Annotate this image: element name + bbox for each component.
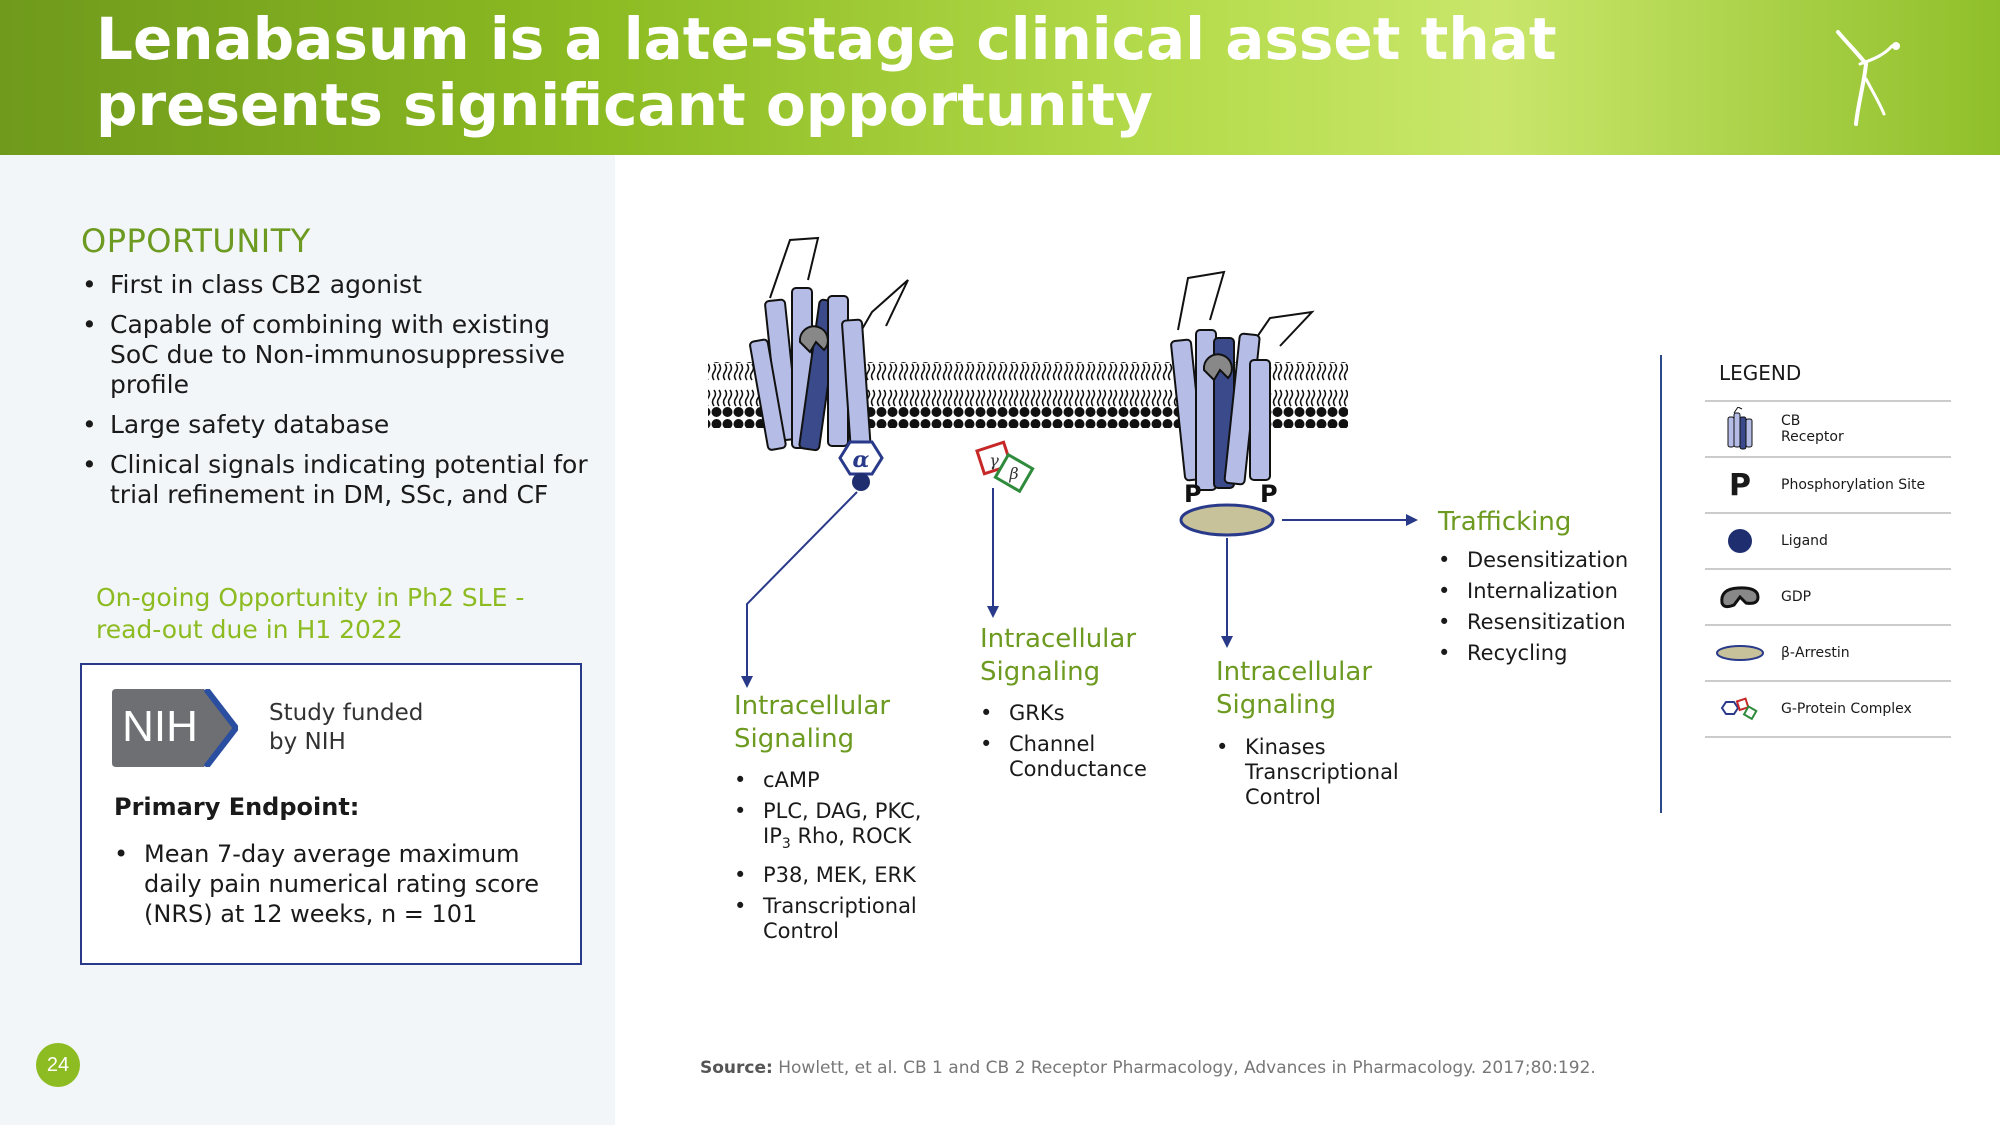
signaling-arrows [746, 488, 1410, 680]
list-item: Mean 7-day average maximum daily pain nu… [114, 839, 554, 929]
legend-label: GDP [1781, 589, 1812, 605]
legend: LEGEND CB Receptor P Phosphorylation Sit… [1705, 358, 1951, 738]
cb-receptor-left: α [749, 236, 909, 491]
receptor-signaling-diagram: α γ β P P [708, 236, 1418, 688]
source-label: Source: [700, 1058, 773, 1078]
signaling-1-list: cAMP PLC, DAG, PKC,IP3 Rho, ROCK P38, ME… [734, 768, 934, 950]
ip3-suffix: Rho, ROCK [790, 824, 912, 848]
g-protein-complex-icon [1720, 697, 1758, 721]
list-item: Resensitization [1438, 610, 1638, 635]
beta-arrestin-icon [1716, 645, 1764, 661]
alpha-subunit-label: α [853, 447, 870, 473]
signaling-heading-line: Intracellular [1216, 657, 1373, 687]
list-item: GRKs [980, 701, 1160, 726]
beta-arrestin [1179, 503, 1275, 537]
list-item: cAMP [734, 768, 934, 793]
list-item: Large safety database [82, 410, 602, 440]
list-item: PLC, DAG, PKC,IP3 Rho, ROCK [734, 799, 934, 857]
legend-row: Ligand [1705, 514, 1951, 570]
phosphorylation-icon: P [1729, 467, 1751, 503]
list-item: Capable of combining with existing SoC d… [82, 310, 602, 400]
opportunity-list: First in class CB2 agonist Capable of co… [82, 270, 602, 520]
list-item-text: PLC, DAG, PKC, [763, 799, 922, 823]
signaling-3-heading: Intracellular Signaling [1216, 656, 1372, 722]
study-funded-text: Study funded by NIH [269, 699, 423, 757]
company-logo-icon [1836, 30, 1900, 126]
trafficking-list: Desensitization Internalization Resensit… [1438, 548, 1638, 672]
gdp-icon [1720, 586, 1760, 609]
legend-label: CB Receptor [1781, 413, 1844, 445]
gamma-subunit-label: γ [989, 451, 999, 470]
signaling-2-list: GRKs Channel Conductance [980, 701, 1160, 788]
cb-receptor-right: P P [1170, 270, 1315, 537]
list-item: Desensitization [1438, 548, 1638, 573]
phosphorylation-site-right: P [1260, 480, 1278, 508]
phosphorylation-site-left: P [1184, 480, 1202, 508]
list-item: Transcriptional Control [734, 894, 934, 944]
ligand-icon [1728, 529, 1752, 553]
signaling-heading-line: Signaling [1216, 690, 1337, 720]
trafficking-heading: Trafficking [1438, 507, 1572, 537]
list-item: First in class CB2 agonist [82, 270, 602, 300]
list-item: Internalization [1438, 579, 1638, 604]
list-item: Channel Conductance [980, 732, 1160, 782]
legend-label: β-Arrestin [1781, 645, 1850, 661]
signaling-heading-line: Signaling [980, 657, 1101, 687]
opportunity-heading: OPPORTUNITY [81, 222, 311, 260]
signaling-2-heading: Intracellular Signaling [980, 623, 1136, 689]
list-item: Clinical signals indicating potential fo… [82, 450, 602, 510]
nih-logo-icon: NIH [112, 689, 238, 767]
primary-endpoint-heading: Primary Endpoint: [114, 793, 360, 821]
source-citation: Source: Howlett, et al. CB 1 and CB 2 Re… [700, 1058, 1596, 1078]
study-funded-line: by NIH [269, 729, 346, 755]
legend-row: β-Arrestin [1705, 626, 1951, 682]
page-number: 24 [36, 1043, 80, 1087]
header-banner: Lenabasum is a late-stage clinical asset… [0, 0, 2000, 155]
legend-label: Ligand [1781, 533, 1828, 549]
legend-row: G-Protein Complex [1705, 682, 1951, 738]
signaling-1-heading: Intracellular Signaling [734, 690, 890, 756]
nih-logo-text: NIH [122, 702, 198, 751]
legend-row: P Phosphorylation Site [1705, 458, 1951, 514]
list-item: P38, MEK, ERK [734, 863, 934, 888]
ongoing-opportunity-text: On-going Opportunity in Ph2 SLE - read-o… [96, 583, 525, 644]
signaling-3-list: Kinases Transcriptional Control [1216, 735, 1399, 816]
ip3-subscript: 3 [781, 836, 791, 853]
list-item: Kinases Transcriptional Control [1216, 735, 1399, 810]
study-box: NIH Study funded by NIH Primary Endpoint… [80, 663, 582, 965]
legend-label: Phosphorylation Site [1781, 477, 1926, 493]
primary-endpoint-list: Mean 7-day average maximum daily pain nu… [114, 839, 554, 929]
legend-row: CB Receptor [1705, 402, 1951, 458]
signaling-heading-line: Signaling [734, 724, 855, 754]
g-protein-beta-gamma: γ β [975, 440, 1035, 494]
source-text: Howlett, et al. CB 1 and CB 2 Receptor P… [772, 1058, 1596, 1078]
list-item: Recycling [1438, 641, 1638, 666]
page-title: Lenabasum is a late-stage clinical asset… [96, 5, 1557, 139]
legend-row: GDP [1705, 570, 1951, 626]
study-funded-line: Study funded [269, 700, 424, 726]
signaling-heading-line: Intracellular [734, 691, 891, 721]
signaling-heading-line: Intracellular [980, 624, 1137, 654]
legend-heading: LEGEND [1705, 358, 1951, 402]
legend-divider [1660, 355, 1662, 813]
cb-receptor-icon [1727, 407, 1753, 450]
ip3-prefix: IP [763, 824, 782, 848]
legend-label: G-Protein Complex [1781, 701, 1912, 717]
beta-subunit-label: β [1008, 464, 1018, 483]
